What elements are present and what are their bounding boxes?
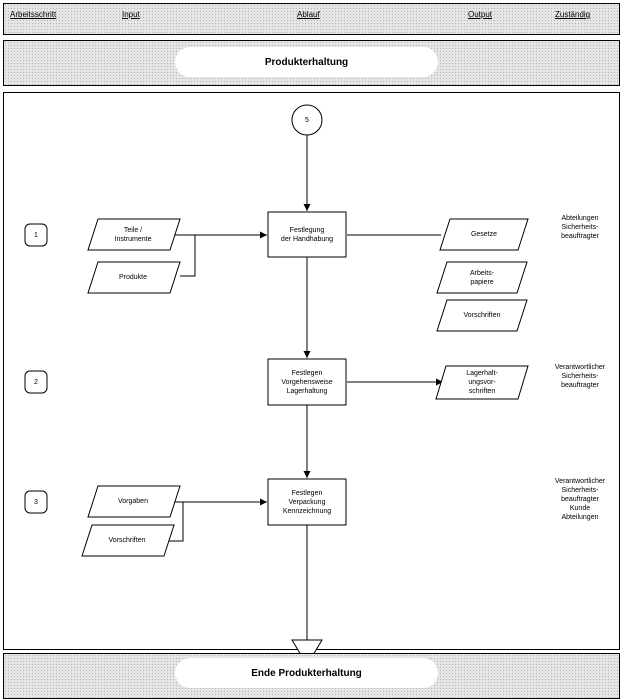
responsible-step2: Verantwortlicher Sicherheits- beauftragt… [554,364,606,389]
output-label-gesetze: Gesetze [470,231,498,238]
responsible-step3: Verantwortlicher Sicherheits- beauftragt… [554,478,606,521]
process-box-3 [267,478,347,526]
process-label-1: Festlegung der Handhabung [280,226,334,243]
input-shape-vorschriften [81,524,175,557]
step-number-1: 1 [34,231,38,239]
flow-end-arrowhead [291,639,323,666]
process-label-3: Festlegen Verpackung Kennzeichnung [282,489,332,515]
responsible-step1: Abteilungen Sicherheits- beauftragter [561,215,599,240]
step-number-2: 2 [34,378,38,386]
output-shape-arbeitspapiere [436,261,528,294]
header-zustaendig: Zuständig [555,10,591,19]
output-label-lagerhaltung: Lagerhalt- ungsvor- schriften [466,370,498,395]
input-line-produkte [180,235,196,277]
header-output: Output [468,10,493,19]
input-label-produkte: Produkte [118,274,148,281]
step-number-box-2 [24,370,48,394]
header-arbeitsschritt: Arbeitsschritt [10,10,57,19]
step-number-3: 3 [34,498,38,506]
process-box-1 [267,211,347,258]
process-end-title: Ende Produkterhaltung [175,658,438,688]
output-label-arbeitspapiere: Arbeits- papiere [469,269,495,286]
step-number-box-3 [24,490,48,514]
input-shape-teile [87,218,181,251]
process-start-title: Produkterhaltung [175,47,438,77]
process-box-2 [267,358,347,406]
input-shape-vorgaben [87,485,181,518]
input-label-vorgaben: Vorgaben [118,498,148,505]
column-header-bar [3,3,620,35]
step-number-box-1 [24,223,48,247]
output-shape-lagerhaltung [435,365,529,400]
connector-label: 5 [305,116,309,124]
process-label-2: Festlegen Vorgehensweise Lagerhaltung [281,369,333,395]
input-label-teile: Teile / Instrumente [114,226,152,243]
output-shape-vorschriften [436,299,528,332]
input-label-vorschriften: Vorschriften [108,537,146,544]
input-line-vorschriften [168,502,184,542]
input-shape-produkte [87,261,181,294]
header-ablauf: Ablauf [297,10,320,19]
header-input: Input [122,10,140,19]
output-label-vorschriften: Vorschriften [463,312,501,319]
output-shape-gesetze [439,218,529,251]
